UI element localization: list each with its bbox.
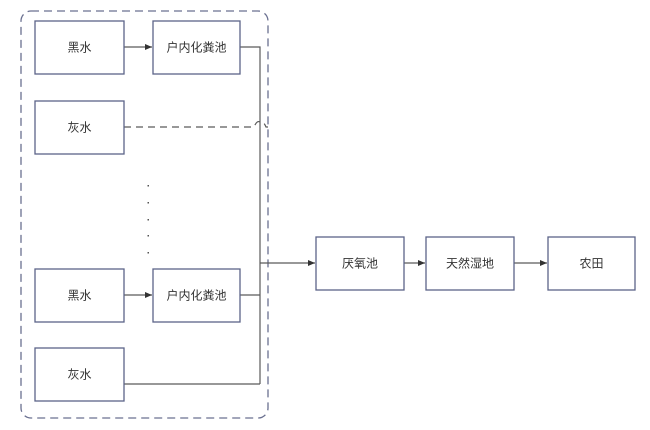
node-box (34, 268, 125, 323)
node-label: 灰水 (67, 121, 91, 135)
ellipsis-dot (147, 235, 149, 237)
node-black-water-1[interactable]: 黑水 (34, 20, 125, 75)
node-box (425, 236, 515, 291)
node-label: 灰水 (67, 368, 91, 382)
node-box (34, 20, 125, 75)
node-natural-wetland[interactable]: 天然湿地 (425, 236, 515, 291)
node-septic-tank-1[interactable]: 户内化粪池 (152, 20, 241, 75)
household-group-border (20, 10, 269, 419)
ellipsis-dot (147, 202, 149, 204)
node-label: 厌氧池 (342, 257, 378, 271)
node-black-water-2[interactable]: 黑水 (34, 268, 125, 323)
node-label: 天然湿地 (446, 256, 494, 271)
node-grey-water-1[interactable]: 灰水 (34, 100, 125, 155)
vertical-ellipsis (147, 185, 149, 254)
node-box (315, 236, 405, 291)
node-label: 黑水 (67, 289, 91, 303)
node-box (34, 100, 125, 155)
ellipsis-dot (147, 252, 149, 254)
node-septic-tank-2[interactable]: 户内化粪池 (152, 268, 241, 323)
edge-grey-water-1-dashed (124, 120, 268, 128)
node-anaerobic-tank[interactable]: 厌氧池 (315, 236, 405, 291)
edge-septic-1-to-collector (240, 46, 261, 384)
node-box (152, 268, 241, 323)
ellipsis-dot (147, 185, 149, 187)
node-box (34, 347, 125, 402)
node-label: 户内化粪池 (166, 40, 226, 55)
ellipsis-dot (147, 219, 149, 221)
node-label: 黑水 (67, 41, 91, 55)
node-label: 农田 (579, 257, 603, 271)
node-box (152, 20, 241, 75)
node-farmland[interactable]: 农田 (547, 236, 636, 291)
node-grey-water-2[interactable]: 灰水 (34, 347, 125, 402)
node-box (547, 236, 636, 291)
node-label: 户内化粪池 (166, 288, 226, 303)
